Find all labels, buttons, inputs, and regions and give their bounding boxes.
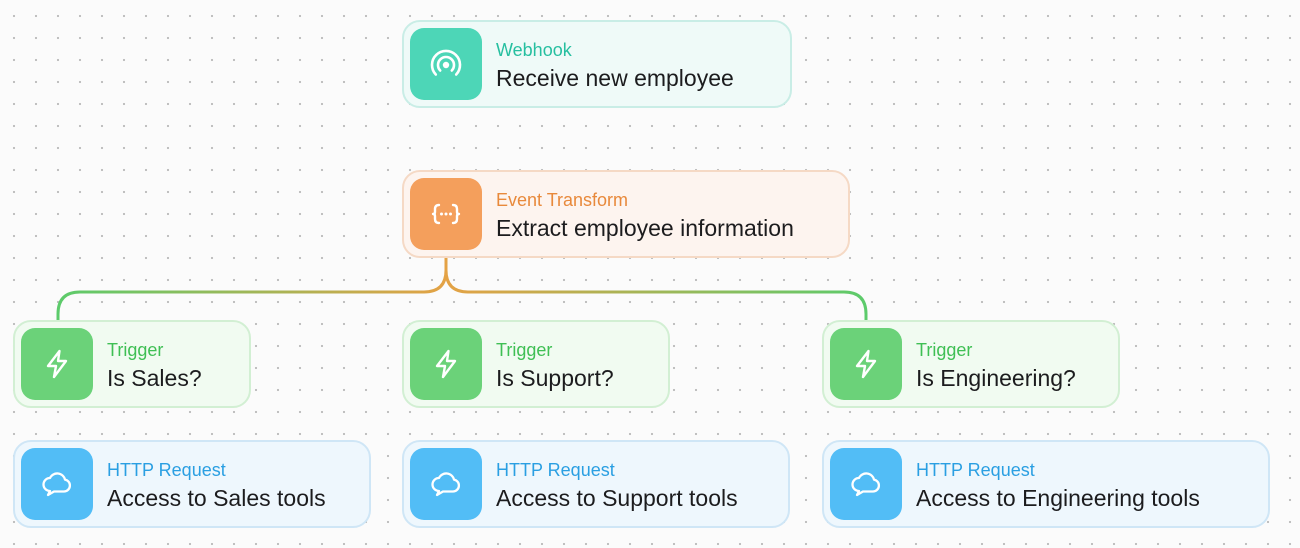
lightning-icon xyxy=(830,328,902,400)
node-type-label: Trigger xyxy=(107,340,164,360)
trigger-support-node[interactable]: Trigger Is Support? xyxy=(402,320,670,408)
node-type-label: Event Transform xyxy=(496,190,629,210)
http-request-sales-node[interactable]: HTTP Request Access to Sales tools xyxy=(13,440,371,528)
http-request-support-node[interactable]: HTTP Request Access to Support tools xyxy=(402,440,790,528)
cloud-chat-icon xyxy=(830,448,902,520)
node-type-label: HTTP Request xyxy=(916,460,1035,480)
braces-icon xyxy=(410,178,482,250)
node-type-label: Trigger xyxy=(496,340,553,360)
node-title: Is Support? xyxy=(496,365,614,391)
node-title: Is Engineering? xyxy=(916,365,1076,391)
lightning-icon xyxy=(410,328,482,400)
connector-transform-sales xyxy=(56,256,448,326)
trigger-engineering-node[interactable]: Trigger Is Engineering? xyxy=(822,320,1120,408)
node-title: Is Sales? xyxy=(107,365,202,391)
cloud-chat-icon xyxy=(21,448,93,520)
node-type-label: Webhook xyxy=(496,40,572,60)
node-title: Receive new employee xyxy=(496,65,734,91)
lightning-icon xyxy=(21,328,93,400)
node-type-label: Trigger xyxy=(916,340,973,360)
node-title: Access to Support tools xyxy=(496,485,738,511)
event-transform-node[interactable]: Event Transform Extract employee informa… xyxy=(402,170,850,258)
trigger-sales-node[interactable]: Trigger Is Sales? xyxy=(13,320,251,408)
http-request-engineering-node[interactable]: HTTP Request Access to Engineering tools xyxy=(822,440,1270,528)
node-type-label: HTTP Request xyxy=(107,460,226,480)
webhook-node[interactable]: Webhook Receive new employee xyxy=(402,20,792,108)
webhook-icon xyxy=(410,28,482,100)
node-title: Access to Engineering tools xyxy=(916,485,1200,511)
node-title: Extract employee information xyxy=(496,215,794,241)
node-title: Access to Sales tools xyxy=(107,485,326,511)
connector-transform-engineering xyxy=(444,256,868,326)
node-type-label: HTTP Request xyxy=(496,460,615,480)
cloud-chat-icon xyxy=(410,448,482,520)
